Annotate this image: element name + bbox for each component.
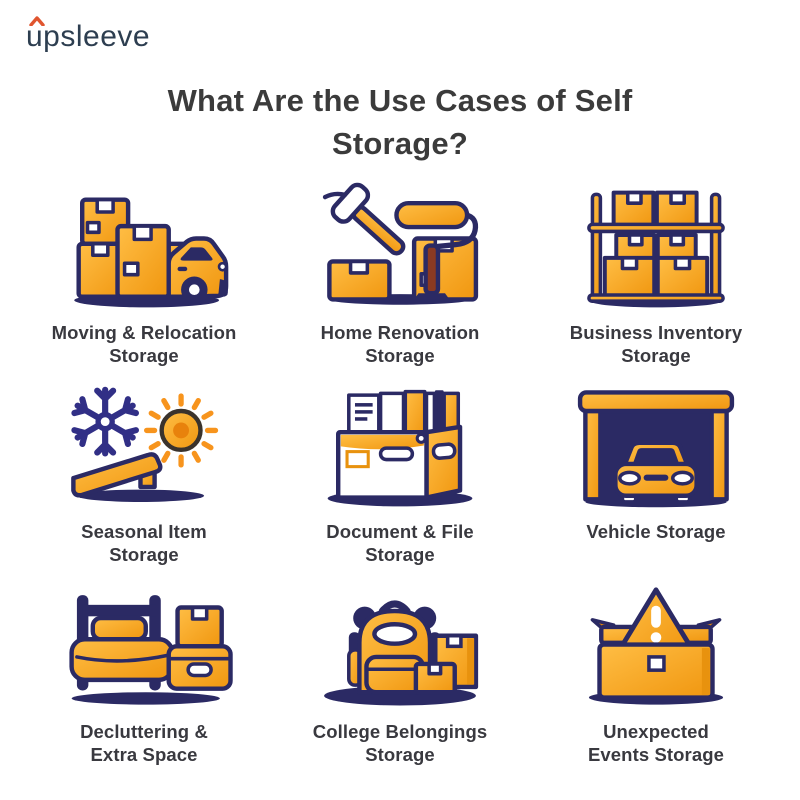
use-case-label: Business Inventory Storage [569,321,743,366]
use-case-document-file: Document & File Storage [275,381,525,567]
use-case-label: Unexpected Events Storage [587,720,725,766]
snowflake-sun-ramp-icon [19,381,269,509]
use-case-label: Document & File Storage [326,521,474,566]
use-case-vehicle: Vehicle Storage [531,381,781,567]
backpack-and-boxes-icon [275,581,525,709]
hammer-paint-roller-boxes-icon [275,182,525,310]
use-case-seasonal-item: Seasonal Item Storage [19,381,269,567]
use-case-label: College Belongings Storage [312,720,488,766]
use-case-label: Seasonal Item Storage [81,521,207,566]
page-title: What Are the Use Cases of Self Storage? [167,83,633,161]
car-in-garage-icon [531,381,781,509]
warehouse-shelf-boxes-icon [531,182,781,310]
warning-triangle-box-icon [531,581,781,709]
bed-and-boxes-icon [19,581,269,709]
use-cases-grid: Moving & Relocation Storage [19,182,781,767]
chevron-up-icon [29,16,45,26]
use-case-moving-relocation: Moving & Relocation Storage [19,182,269,368]
use-case-home-renovation: Home Renovation Storage [275,182,525,368]
use-case-label: Home Renovation Storage [320,321,480,366]
upsleeve-logo: upsleeve [26,16,151,54]
use-case-decluttering: Decluttering & Extra Space [19,581,269,767]
use-case-label: Vehicle Storage [586,521,726,543]
logo-text: upsleeve [26,20,151,53]
use-case-business-inventory: Business Inventory Storage [531,182,781,368]
file-storage-box-icon [275,381,525,509]
moving-truck-boxes-icon [19,182,269,310]
use-case-label: Moving & Relocation Storage [51,321,237,366]
use-case-label: Decluttering & Extra Space [80,720,208,766]
use-case-college-belongings: College Belongings Storage [275,581,525,767]
use-case-unexpected-events: Unexpected Events Storage [531,581,781,767]
